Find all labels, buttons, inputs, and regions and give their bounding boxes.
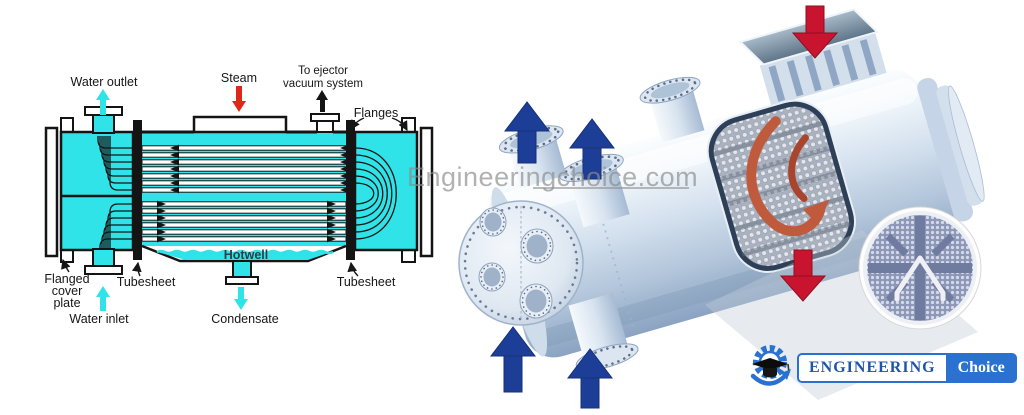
flanges-pointer-right-icon	[391, 117, 408, 132]
front-port	[478, 262, 506, 292]
logo-brand-text: ENGINEERING	[797, 353, 948, 383]
nozzle-c	[639, 76, 705, 143]
tube-bundle-cutaway	[706, 99, 856, 273]
bottom-inlet-arrow-2-icon	[566, 348, 614, 409]
steam-inlet-arrow-icon	[791, 5, 839, 59]
cover-pointer-icon	[61, 258, 71, 273]
flange-tab	[401, 249, 416, 263]
condensate-arrow-icon	[234, 287, 248, 310]
watermark-strike-line	[533, 187, 689, 189]
cover-label-line3: plate	[53, 296, 80, 310]
waterbox-left	[59, 130, 135, 252]
logo-suffix-text: Choice	[947, 353, 1017, 383]
front-end-cover	[458, 200, 584, 326]
steam-arrow-icon	[232, 86, 246, 112]
cutaway-flow-arrowhead	[803, 199, 830, 226]
flange-tab	[60, 117, 74, 133]
waterbox-flow-curves	[97, 136, 397, 248]
tubesheet-inset-icon	[858, 206, 982, 330]
rear-step-1	[917, 77, 973, 222]
tube	[141, 236, 347, 242]
tubesheet-left-bar	[133, 120, 142, 260]
hotwell-waterline	[156, 249, 334, 255]
water-inlet-flange	[84, 265, 123, 275]
tube	[141, 222, 347, 228]
cutaway-flow-arrow	[788, 134, 809, 202]
brand-logo: ENGINEERING Choice	[746, 342, 1017, 394]
water-inlet-arrow-icon	[96, 286, 110, 311]
vapor-outlet-arrow-1-icon	[503, 101, 551, 164]
flanged-cover-plate-right	[419, 126, 434, 258]
ejector-label-line2: vacuum system	[283, 78, 363, 90]
front-port	[479, 207, 507, 237]
shell-assembly	[489, 8, 985, 371]
ejector-flange	[310, 113, 340, 122]
cover-label-line1: Flanged	[44, 272, 89, 286]
cover-label-line2: cover	[52, 284, 83, 298]
tube	[141, 229, 347, 235]
condenser-schematic: Water outlet Steam To ejector vacuum sys…	[44, 65, 434, 326]
front-port	[519, 283, 553, 319]
inset-divider-lanes	[868, 216, 972, 320]
condensate-outlet-arrow-icon	[779, 249, 827, 302]
water-inlet-nozzle	[92, 248, 115, 268]
water-outlet-arrow-icon	[96, 89, 110, 115]
cutaway-flow-arrow	[746, 116, 826, 237]
inset-chevron	[894, 255, 946, 302]
rear-end-cap	[948, 85, 985, 202]
condensate-nozzle	[232, 260, 252, 278]
water-inlet-label: Water inlet	[69, 312, 129, 326]
front-port	[520, 228, 554, 264]
shell-shadow	[531, 214, 956, 349]
condensate-label: Condensate	[211, 312, 278, 326]
ejector-nozzle	[316, 120, 334, 133]
hotwell-label: Hotwell	[224, 248, 268, 262]
tube-bundle	[141, 145, 347, 242]
tubesheet-right-bar	[346, 120, 355, 260]
steam-label: Steam	[221, 71, 257, 85]
gear-graduation-cap-icon	[750, 345, 791, 386]
logo-badge: ENGINEERING Choice	[797, 353, 1017, 383]
flanges-pointer-left-icon	[350, 117, 365, 131]
tube	[141, 208, 347, 214]
flanged-cover-plate-left	[44, 126, 59, 258]
vapor-outlet-arrow-2-icon	[568, 118, 616, 180]
tube	[141, 215, 347, 221]
flanges-label: Flanges	[354, 106, 398, 120]
condensate-flange	[225, 276, 259, 285]
ejector-arrow-icon	[316, 90, 328, 112]
tube	[141, 201, 347, 207]
water-outlet-nozzle	[92, 113, 115, 134]
tubesheet-pointer-left-icon	[131, 261, 142, 277]
heat-exchanger-3d	[458, 5, 985, 409]
bottom-inlet-arrow-1-icon	[489, 326, 537, 393]
bolt-ring	[463, 205, 579, 321]
water-outlet-label: Water outlet	[71, 75, 138, 89]
steam-inlet-duct	[192, 115, 288, 134]
ejector-label-line1: To ejector	[298, 65, 348, 77]
tubesheet-left-label: Tubesheet	[117, 275, 176, 289]
tubesheet-right-label: Tubesheet	[337, 275, 396, 289]
tubesheet-pointer-right-icon	[347, 261, 359, 277]
